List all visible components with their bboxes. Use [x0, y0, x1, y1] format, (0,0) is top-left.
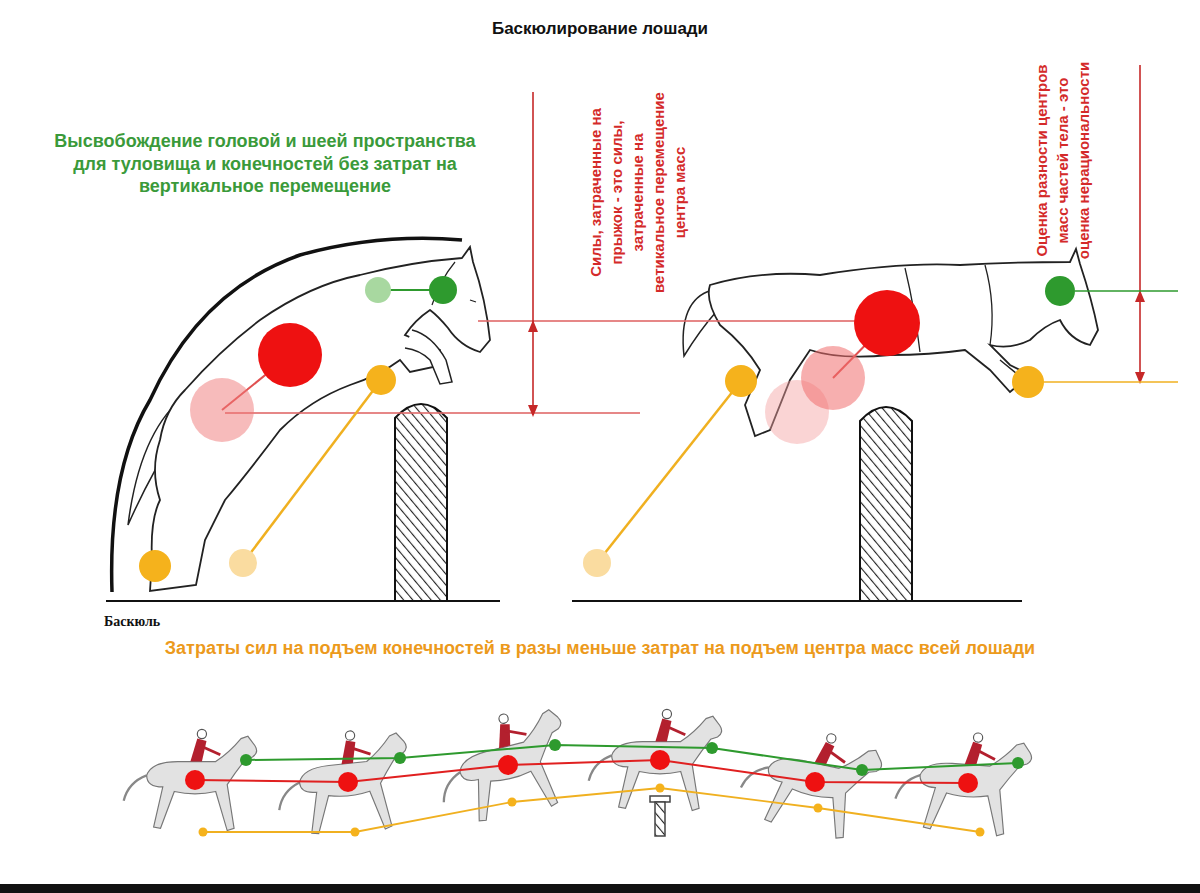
limb-level-line [1044, 381, 1178, 383]
red-vertical-note: Оценка разности центров масс частей тела… [1031, 58, 1094, 263]
mass-centre-dot [429, 276, 457, 304]
limb-dot [351, 828, 360, 837]
mass-dot [338, 772, 358, 792]
mini-horse-body [295, 732, 414, 837]
rider-head [973, 733, 983, 743]
limb-dot [199, 828, 208, 837]
rider-arm [665, 726, 686, 735]
head-level-line [1075, 290, 1178, 292]
mass-dot [958, 773, 978, 793]
mass-dot [805, 772, 825, 792]
limb-dot [508, 798, 517, 807]
mini-horse-tail [741, 763, 769, 793]
rider-arm [504, 725, 526, 739]
dimension-line [1139, 65, 1141, 382]
rider-arm [349, 745, 371, 756]
rider-head [197, 729, 206, 738]
dimension-arrow [1135, 290, 1145, 302]
mass-centre-dot [1045, 276, 1075, 306]
horse-outline [150, 247, 490, 591]
mini-horse [272, 725, 415, 840]
rider-arm [825, 749, 847, 762]
mass-centre-dot [258, 323, 322, 387]
rider-head [498, 713, 509, 724]
rider-head [662, 709, 671, 718]
mini-horse-body [451, 708, 580, 826]
mass-centre-dot [583, 549, 611, 577]
horse-blanket [905, 265, 992, 352]
mini-horse-body [757, 729, 884, 844]
dimension-arrow [528, 405, 538, 417]
mass-dot [650, 750, 670, 770]
limb-line [243, 380, 381, 563]
rider-body [494, 722, 515, 748]
rider-body [965, 741, 983, 765]
mini-horse [427, 701, 580, 831]
limb-dot [656, 784, 665, 793]
head-dot [856, 764, 868, 776]
mini-horse-body [612, 716, 722, 810]
green-note: Высвобождение головой и шеей пространств… [40, 130, 490, 198]
mini-horse-body [147, 736, 257, 830]
mass-centre-dot [365, 277, 391, 303]
mini-horse-body [916, 736, 1032, 838]
mass-centre-dot [229, 549, 257, 577]
head-dot [1012, 757, 1024, 769]
jump-post [395, 404, 447, 601]
mini-horse-tail [277, 782, 303, 810]
mass-centre-dot [1012, 366, 1044, 398]
bottom-bar [0, 884, 1200, 893]
rider-head [826, 733, 837, 744]
mass-centre-dot [801, 346, 865, 410]
jump-post [860, 407, 912, 601]
mini-horse-tail [895, 773, 920, 800]
mass-centre-dot [366, 365, 396, 395]
rider-body [190, 739, 206, 762]
mini-horse [589, 709, 722, 810]
ground-line [572, 600, 1022, 602]
mini-jump-bar [650, 796, 670, 802]
head-track [246, 745, 1018, 770]
limb-line [597, 381, 741, 563]
mass-level-line [225, 412, 640, 414]
mass-centre-dot [854, 290, 920, 356]
mini-horse [735, 718, 886, 845]
rider-arm [974, 749, 995, 760]
limb-track [203, 788, 980, 832]
red-vertical-note: Силы, затраченные на прыжок - это силы, … [585, 85, 690, 300]
mini-horse-tail [589, 755, 612, 780]
mini-horse-tail [124, 775, 147, 800]
limb-dot [814, 804, 823, 813]
mass-centre-dot [190, 378, 254, 442]
limb-dot [976, 828, 985, 837]
mass-dot [185, 770, 205, 790]
rider-arm [200, 746, 221, 755]
rider-head [345, 730, 355, 740]
horse-leg [405, 330, 452, 384]
mass-centre-dot [139, 550, 171, 582]
orange-note: Затраты сил на подъем конечностей в разы… [40, 638, 1160, 660]
head-dot [549, 739, 561, 751]
mass-centre-dot [725, 365, 757, 397]
mass-level-line [478, 320, 887, 322]
dimension-arrow [528, 320, 538, 332]
diagram-title: Баскюлирование лошади [0, 19, 1200, 39]
rider-body [339, 740, 357, 765]
head-dot [706, 742, 718, 754]
figure-caption: Баскюль [104, 614, 224, 631]
dimension-line [532, 92, 534, 415]
mass-track [195, 760, 968, 783]
rider-body [655, 719, 671, 742]
mass-dot [498, 755, 518, 775]
head-dot [394, 752, 406, 764]
head-dot [240, 754, 252, 766]
mini-jump-post [655, 802, 665, 836]
